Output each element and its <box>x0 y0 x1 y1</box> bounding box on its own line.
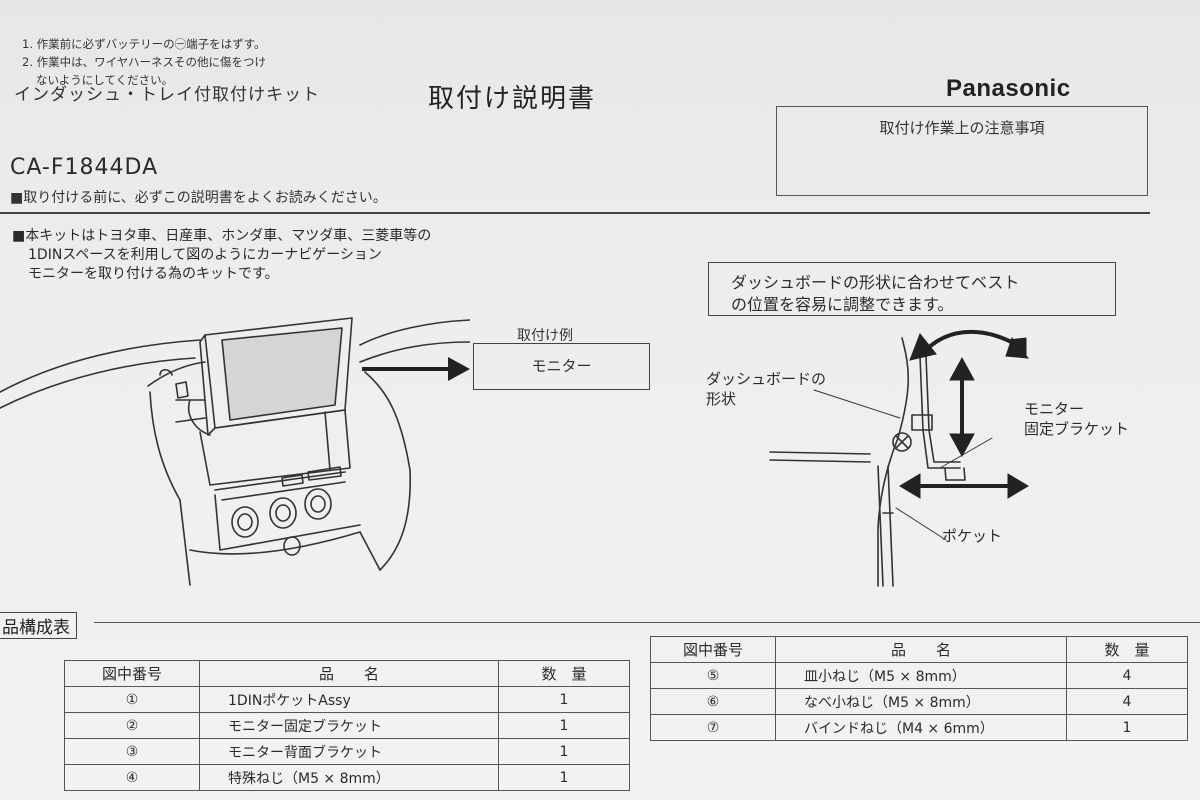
part-num: ② <box>64 712 200 739</box>
adjustment-note-line-2: の位置を容易に調整できます。 <box>731 295 954 314</box>
table-row: ⑥ なべ小ねじ（M5 × 8mm） 4 <box>650 688 1188 715</box>
model-number: CA-F1844DA <box>10 155 159 180</box>
part-num: ⑥ <box>650 688 776 715</box>
part-name: 特殊ねじ（M5 × 8mm） <box>199 764 499 791</box>
table-row: ② モニター固定ブラケット 1 <box>64 712 630 739</box>
adjustment-note-box: ダッシュボードの形状に合わせてベスト の位置を容易に調整できます。 <box>708 262 1116 316</box>
adjustment-note-line-1: ダッシュボードの形状に合わせてベスト <box>731 273 1020 292</box>
part-qty: 1 <box>498 764 630 791</box>
header-qty: 数 量 <box>498 660 630 687</box>
part-name: モニター固定ブラケット <box>199 712 499 739</box>
part-qty: 1 <box>498 738 630 765</box>
read-before-install-note: ■取り付ける前に、必ずこの説明書をよくお読みください。 <box>10 190 387 206</box>
part-num: ③ <box>64 738 200 765</box>
monitor-bracket-label-2: 固定ブラケット <box>1024 420 1130 438</box>
dashboard-shape-label-2: 形状 <box>706 390 737 408</box>
bracket-adjustment-diagram <box>769 329 1030 587</box>
brand-logo: Panasonic <box>946 75 1071 102</box>
intro-text: ■本キットはトヨタ車、日産車、ホンダ車、マツダ車、三菱車等の 1DINスペースを… <box>12 227 431 284</box>
caution-item-2-cont: ないようにしてください。 <box>36 73 174 87</box>
part-name: モニター背面ブラケット <box>199 738 499 765</box>
document-title: 取付け説明書 <box>428 84 597 114</box>
parts-list-title: 品構成表 <box>0 612 77 639</box>
header-qty: 数 量 <box>1066 636 1188 663</box>
parts-section-divider <box>94 622 1200 623</box>
table-row: ⑦ バインドねじ（M4 × 6mm） 1 <box>650 714 1188 741</box>
example-box-text: モニター <box>531 357 592 375</box>
kit-title: インダッシュ・トレイ付取付けキット <box>14 85 320 105</box>
table-row: ⑤ 皿小ねじ（M5 × 8mm） 4 <box>650 662 1188 689</box>
pointer-arrow-icon <box>362 357 470 381</box>
header-name: 品 名 <box>775 636 1067 663</box>
caution-item-1: 1. 作業前に必ずバッテリーの㊀端子をはずす。 <box>22 37 266 51</box>
header-divider <box>0 212 1150 214</box>
example-label: 取付け例 <box>517 328 573 344</box>
monitor-bracket-label-1: モニター <box>1024 400 1085 418</box>
dashboard-shape-label-1: ダッシュボードの <box>706 370 827 388</box>
pocket-label: ポケット <box>942 527 1003 545</box>
header-num: 図中番号 <box>650 636 776 663</box>
intro-line-3: モニターを取り付ける為のキットです。 <box>28 266 279 282</box>
part-name: バインドねじ（M4 × 6mm） <box>775 714 1067 741</box>
table-row: ③ モニター背面ブラケット 1 <box>64 738 630 765</box>
part-num: ⑤ <box>650 662 776 689</box>
parts-table-right: 図中番号 品 名 数 量 ⑤ 皿小ねじ（M5 × 8mm） 4 ⑥ なべ小ねじ（… <box>650 636 1188 741</box>
part-num: ① <box>64 686 200 713</box>
part-name: 1DINポケットAssy <box>199 686 499 713</box>
table-header-row: 図中番号 品 名 数 量 <box>64 660 630 687</box>
part-qty: 4 <box>1066 662 1188 689</box>
part-num: ⑦ <box>650 714 776 741</box>
table-row: ① 1DINポケットAssy 1 <box>64 686 630 713</box>
intro-line-2: 1DINスペースを利用して図のようにカーナビゲーション <box>28 247 382 263</box>
parts-table-left: 図中番号 品 名 数 量 ① 1DINポケットAssy 1 ② モニター固定ブラ… <box>64 660 630 791</box>
part-qty: 4 <box>1066 688 1188 715</box>
part-qty: 1 <box>498 712 630 739</box>
part-qty: 1 <box>498 686 630 713</box>
dashboard-illustration <box>0 317 470 586</box>
caution-box: 取付け作業上の注意事項 <box>776 106 1148 196</box>
table-row: ④ 特殊ねじ（M5 × 8mm） 1 <box>64 764 630 791</box>
caution-title: 取付け作業上の注意事項 <box>879 119 1045 137</box>
example-box: モニター <box>473 343 650 390</box>
part-name: 皿小ねじ（M5 × 8mm） <box>775 662 1067 689</box>
header-name: 品 名 <box>199 660 499 687</box>
intro-line-1: ■本キットはトヨタ車、日産車、ホンダ車、マツダ車、三菱車等の <box>12 228 432 244</box>
part-num: ④ <box>64 764 200 791</box>
header-num: 図中番号 <box>64 660 200 687</box>
caution-item-2: 2. 作業中は、ワイヤハーネスその他に傷をつけ <box>22 55 267 69</box>
part-name: なべ小ねじ（M5 × 8mm） <box>775 688 1067 715</box>
table-header-row: 図中番号 品 名 数 量 <box>650 636 1188 663</box>
part-qty: 1 <box>1066 714 1188 741</box>
